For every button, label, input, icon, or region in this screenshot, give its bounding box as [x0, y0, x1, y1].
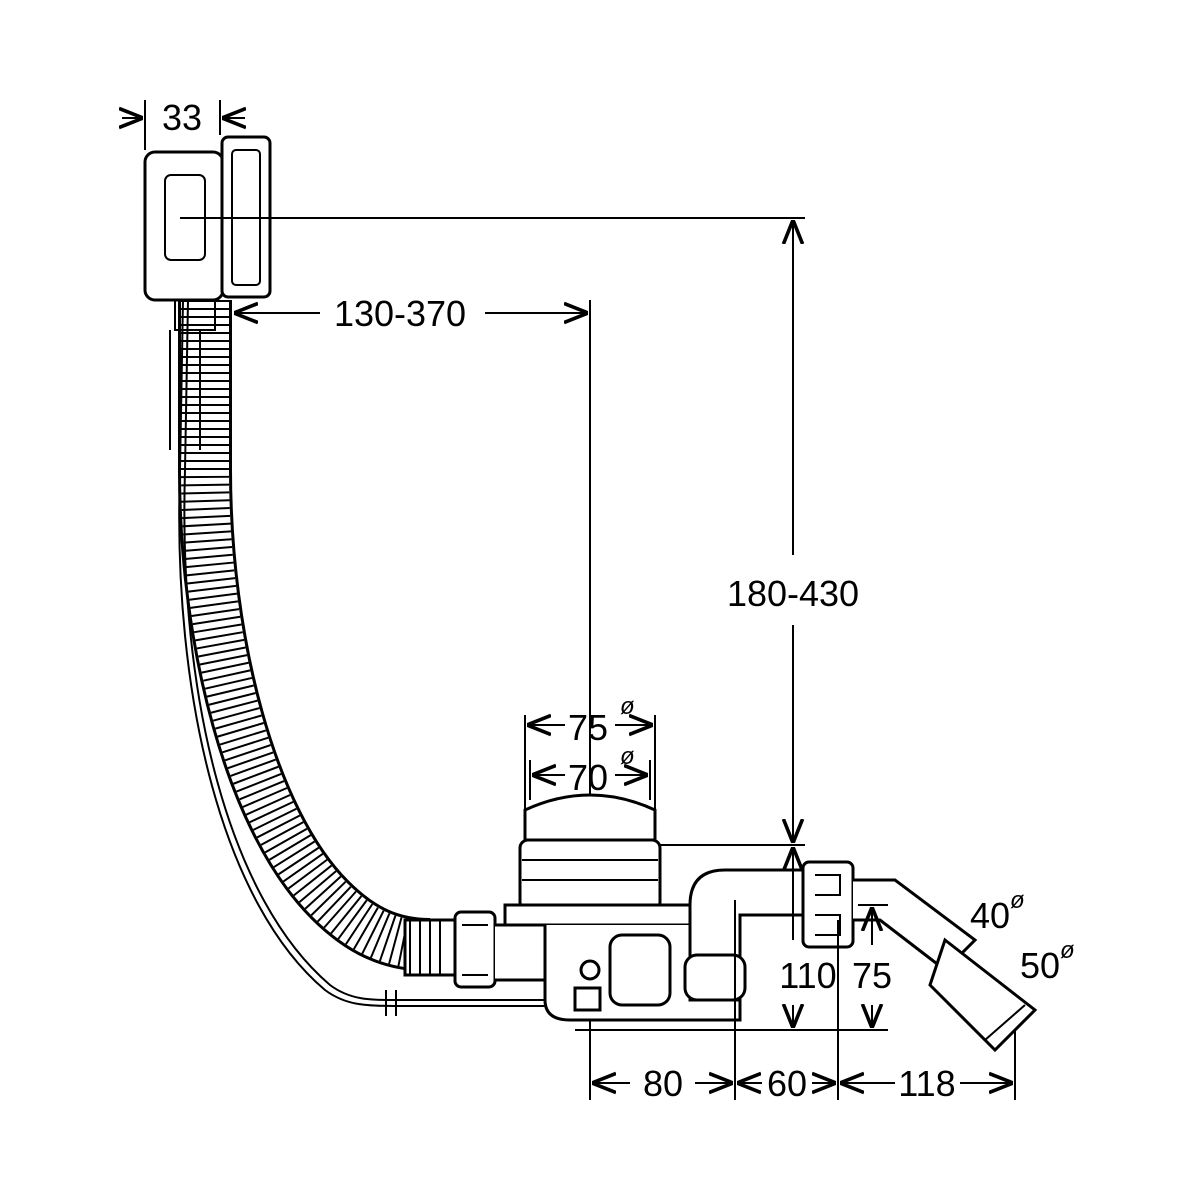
- dim-offsets: 80 60 118: [592, 900, 1016, 1104]
- hose-connector: [453, 910, 547, 989]
- dim-label-60: 60: [767, 1063, 807, 1104]
- diameter-symbol: ø: [1060, 937, 1075, 964]
- dim-label-50-diameter: 50: [1020, 945, 1060, 986]
- dim-label-110: 110: [779, 955, 836, 996]
- dim-drain-diameters: 75 ø 70 ø: [524, 693, 656, 810]
- bowden-cable: [183, 299, 580, 1001]
- dim-label-180-430: 180-430: [727, 573, 859, 614]
- diameter-symbol: ø: [1010, 887, 1025, 914]
- diameter-symbol: ø: [620, 693, 635, 720]
- diameter-symbol: ø: [620, 743, 635, 770]
- trap: [683, 860, 1038, 1053]
- dim-label-40-diameter: 40: [970, 895, 1010, 936]
- dim-label-33: 33: [162, 97, 202, 138]
- dim-label-80: 80: [643, 1063, 683, 1104]
- dim-label-118: 118: [898, 1063, 955, 1104]
- corrugated-hose: [178, 300, 457, 977]
- dim-outlet-diameters: 40 ø 50 ø: [970, 887, 1075, 986]
- dim-label-70-diameter: 70: [568, 757, 608, 798]
- dim-label-130-370: 130-370: [334, 293, 466, 334]
- dim-label-75: 75: [852, 955, 892, 996]
- dim-overflow-width: 33: [122, 97, 245, 150]
- dim-vertical-range: 180-430: [180, 217, 859, 846]
- dim-heights: 110 75: [575, 847, 892, 1031]
- drain-valve: [503, 793, 742, 1022]
- dim-label-75-diameter: 75: [568, 707, 608, 748]
